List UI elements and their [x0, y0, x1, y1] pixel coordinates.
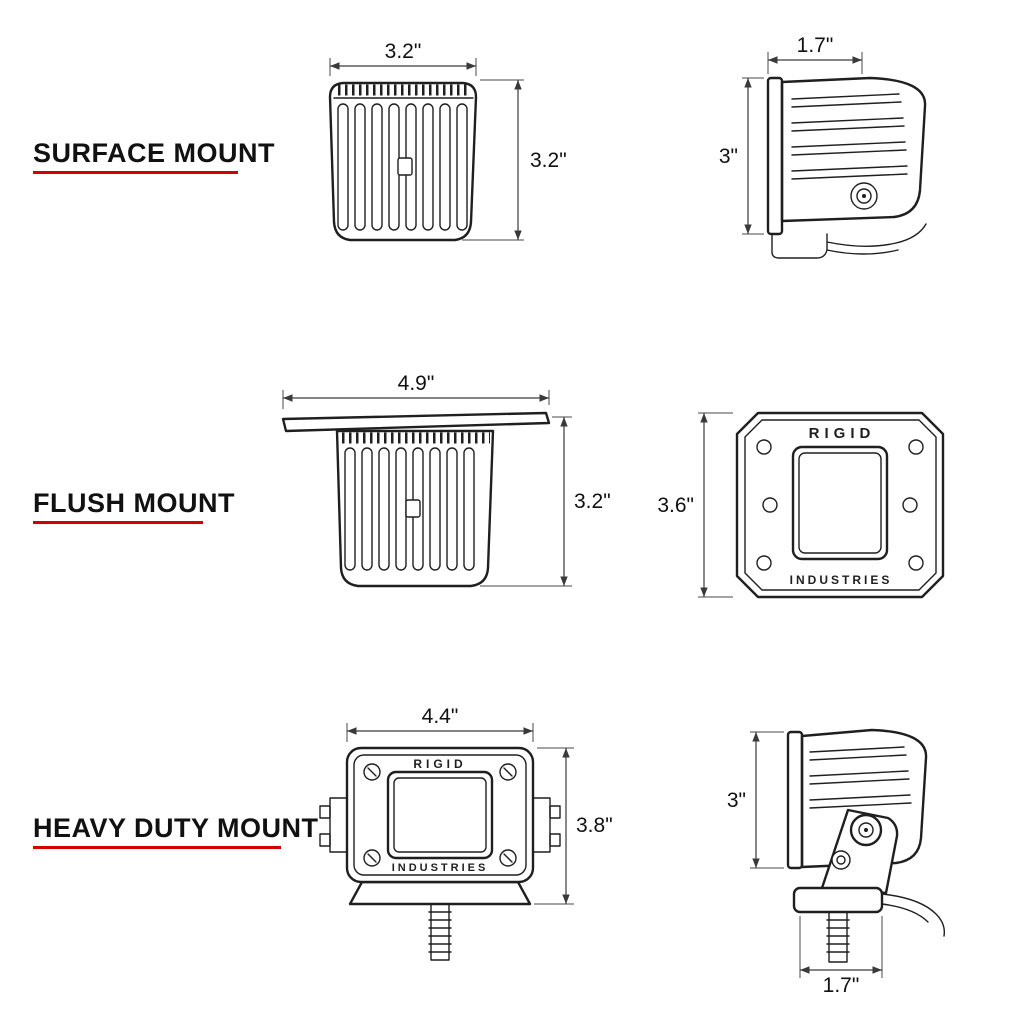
bolt-hole-icon [756, 439, 772, 455]
screw-icon [499, 763, 517, 781]
heavy-duty-width-dim: 4.4" [422, 705, 459, 728]
surface-front-dimensions: 3.2" 3.2" [329, 40, 567, 241]
section-labels: SURFACE MOUNT FLUSH MOUNT HEAVY DUTY MOU… [33, 138, 319, 849]
flush-width-dim: 4.9" [398, 372, 435, 395]
screw-icon [499, 849, 517, 867]
flush-mount-label: FLUSH MOUNT [33, 488, 235, 518]
heavy-duty-front-dimensions: 4.4" 3.8" [346, 705, 613, 905]
mount-foot [792, 886, 884, 914]
bolt-hole-icon [908, 555, 924, 571]
brand-name: RIGID [809, 425, 876, 442]
bolt-hole-icon [908, 439, 924, 455]
lens [386, 770, 494, 860]
heavy-duty-mount-label: HEAVY DUTY MOUNT [33, 813, 319, 843]
surface-front-width-dim: 3.2" [385, 40, 422, 63]
threaded-stud-icon [430, 903, 450, 961]
surface-mount-underline [33, 171, 238, 174]
surface-mount-front-view [328, 81, 478, 242]
flush-mount-front-view: RIGID INDUSTRIES [735, 411, 945, 599]
screw-icon [363, 849, 381, 867]
brand-name-secondary: INDUSTRIES [790, 573, 893, 587]
heavy-duty-front-view: RIGID INDUSTRIES [319, 746, 561, 961]
surface-mount-side-view [766, 76, 927, 259]
surface-side-dimensions: 1.7" 3" [719, 34, 863, 235]
flush-front-height-dim: 3.6" [657, 494, 694, 517]
mount-bolt-icon [850, 182, 878, 210]
bolt-hole-icon [756, 555, 772, 571]
wire-icon [826, 223, 927, 247]
heavy-duty-side-dimensions: 3" 1.7" [727, 731, 883, 997]
heavy-duty-mount-underline [33, 846, 281, 849]
flush-side-dimensions: 4.9" 3.2" [282, 372, 611, 587]
brand-name-secondary: INDUSTRIES [392, 862, 489, 874]
heavy-duty-side-depth-dim: 1.7" [823, 974, 860, 997]
heavy-duty-height-dim: 3.8" [576, 814, 613, 837]
screw-icon [363, 763, 381, 781]
flush-height-dim: 3.2" [574, 490, 611, 513]
surface-mount-label: SURFACE MOUNT [33, 138, 275, 168]
lens [791, 445, 889, 561]
flush-mount-side-view [281, 411, 551, 588]
wire-icon [881, 893, 946, 937]
surface-front-height-dim: 3.2" [530, 149, 567, 172]
surface-side-depth-dim: 1.7" [797, 34, 834, 57]
heavy-duty-side-view [786, 728, 946, 963]
bolt-hole-icon [762, 497, 778, 513]
flush-front-dimensions: 3.6" [657, 412, 733, 598]
bolt-icon [831, 850, 851, 870]
heavy-duty-side-height-dim: 3" [727, 789, 746, 812]
threaded-stud-icon [828, 911, 848, 963]
bolt-hole-icon [902, 497, 918, 513]
flush-mount-underline [33, 521, 203, 524]
brand-name: RIGID [413, 757, 466, 771]
surface-side-height-dim: 3" [719, 145, 738, 168]
